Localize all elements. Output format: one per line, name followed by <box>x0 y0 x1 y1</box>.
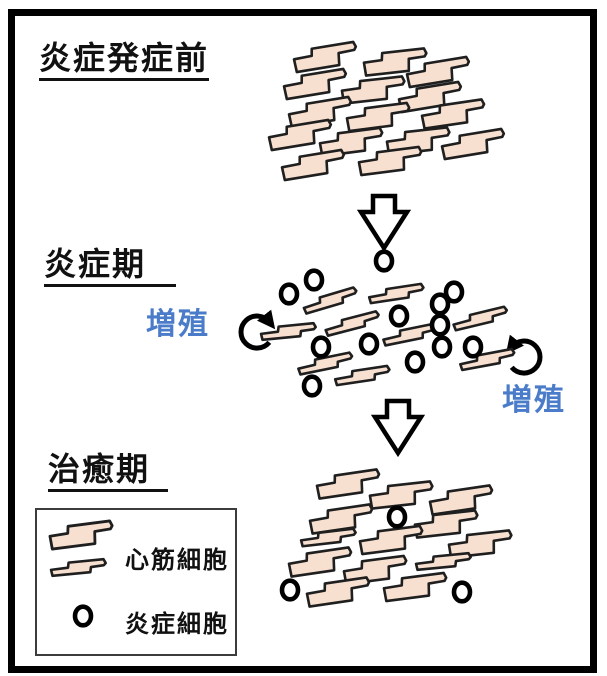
inflammatory-cell-icon <box>431 335 453 359</box>
inflammatory-cell-icon <box>451 580 473 604</box>
cardiomyocyte-cell <box>440 127 506 161</box>
small-cardiomyocyte-cell <box>367 282 425 305</box>
cardiomyocyte-cell <box>413 509 479 539</box>
figure-frame <box>8 9 597 673</box>
cardiomyocyte-cell <box>382 571 448 603</box>
cardiomyocyte-cell <box>282 67 348 101</box>
inflammatory-cell-icon <box>429 313 451 337</box>
legend-cardiomyocyte-icon <box>48 519 114 551</box>
small-cardiomyocyte-cell <box>259 321 318 342</box>
inflammatory-cell-icon <box>386 505 408 529</box>
cardiomyocyte-cell <box>397 80 463 114</box>
inflammatory-cell-icon <box>278 282 300 306</box>
cardiomyocyte-cell <box>292 40 358 74</box>
legend-small-cardiomyocyte-icon <box>49 557 108 578</box>
legend-box: 心筋細胞 炎症細胞 <box>35 508 237 656</box>
small-cardiomyocyte-cell <box>459 347 516 372</box>
cardiomyocyte-cell <box>340 75 406 105</box>
small-cardiomyocyte-cell <box>297 351 354 376</box>
inflammatory-cell-icon <box>388 304 410 328</box>
inflammatory-cell-icon <box>443 280 465 304</box>
small-cardiomyocyte-cell <box>324 310 380 337</box>
inflammatory-cell-icon <box>301 374 323 398</box>
legend-label-inflammatory-cell: 炎症細胞 <box>125 611 229 638</box>
small-cardiomyocyte-cell <box>333 364 391 387</box>
proliferation-loop-arrow-icon <box>238 309 276 351</box>
proliferation-label-left: 増殖 <box>146 308 210 341</box>
cardiomyocyte-cell <box>305 576 371 608</box>
cardiomyocyte-cell <box>405 55 471 89</box>
small-cardiomyocyte-cell <box>414 551 473 572</box>
inflammatory-cell-icon <box>404 350 426 374</box>
down-arrow-icon <box>356 193 412 253</box>
down-arrow-icon <box>370 398 426 458</box>
cardiomyocyte-cell <box>447 529 513 559</box>
proliferation-loop-arrow-icon <box>505 334 543 376</box>
inflammatory-cell-icon <box>310 335 332 359</box>
cardiomyocyte-cell <box>287 546 353 578</box>
cardiomyocyte-cell <box>357 145 423 177</box>
legend-label-cardiomyocyte: 心筋細胞 <box>125 547 229 574</box>
legend-icons-canvas <box>48 519 114 628</box>
inflammatory-cell-icon <box>462 335 484 359</box>
small-cardiomyocyte-cell <box>452 305 509 332</box>
cardiomyocyte-cell <box>315 468 381 500</box>
inflammatory-cell-icon <box>303 268 325 292</box>
small-cardiomyocyte-cell <box>302 286 358 315</box>
section-title-pre-inflammation: 炎症発症前 <box>39 40 210 82</box>
cardiomyocyte-cell <box>362 47 428 77</box>
inflammatory-cell-icon <box>358 332 380 356</box>
small-cardiomyocyte-cell <box>299 527 357 548</box>
cardiomyocyte-cell <box>280 148 346 182</box>
proliferation-label-right: 増殖 <box>502 384 566 417</box>
section-title-inflammation-phase: 炎症期 <box>44 246 177 288</box>
cardiomyocyte-cell <box>267 118 333 152</box>
inflammatory-cell-icon <box>279 578 301 602</box>
cardiomyocyte-cell <box>428 484 494 516</box>
cardiomyocyte-cell <box>420 98 486 130</box>
section-title-healing-phase: 治癒期 <box>48 451 169 493</box>
inflammatory-cell-icon <box>429 292 451 316</box>
legend-inflammatory-cell-icon <box>72 604 94 628</box>
cardiomyocyte-cell <box>358 524 424 556</box>
